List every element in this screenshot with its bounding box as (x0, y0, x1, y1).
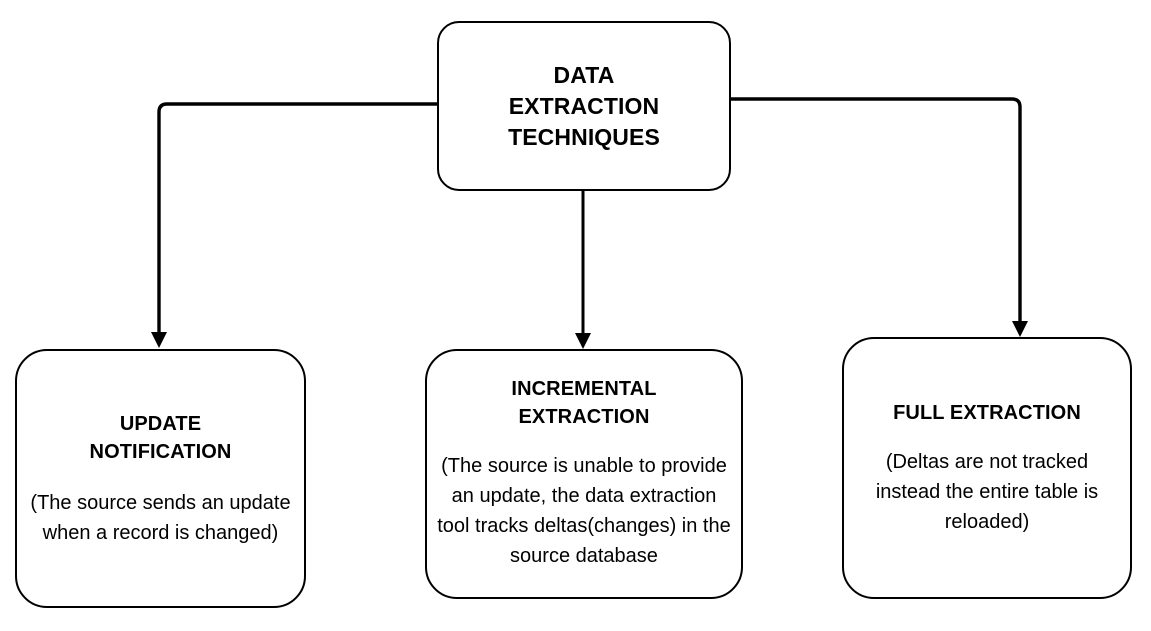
node-title-update-notification: UPDATE NOTIFICATION (89, 412, 232, 463)
node-description-full-extraction: (Deltas are not tracked instead the enti… (875, 451, 1099, 533)
node-update-notification[interactable]: UPDATE NOTIFICATION (The source sends an… (15, 349, 306, 608)
node-title-incremental-extraction: INCREMENTAL EXTRACTION (511, 378, 657, 428)
node-title-root: DATA EXTRACTION TECHNIQUES (508, 61, 660, 150)
node-data-extraction-techniques[interactable]: DATA EXTRACTION TECHNIQUES (437, 21, 731, 191)
node-incremental-extraction[interactable]: INCREMENTAL EXTRACTION (The source is un… (425, 349, 743, 599)
connector-root-to-full-extraction (731, 97, 1022, 321)
arrowhead-full-extraction (1012, 321, 1028, 337)
node-description-update-notification: (The source sends an update when a recor… (30, 491, 291, 544)
arrowhead-incremental-extraction (575, 333, 591, 349)
node-full-extraction[interactable]: FULL EXTRACTION (Deltas are not tracked … (842, 337, 1132, 599)
node-title-full-extraction: FULL EXTRACTION (893, 402, 1081, 424)
connector-root-to-update-notification (157, 102, 437, 332)
node-description-incremental-extraction: (The source is unable to provide an upda… (437, 455, 731, 567)
arrowhead-update-notification (151, 332, 167, 348)
